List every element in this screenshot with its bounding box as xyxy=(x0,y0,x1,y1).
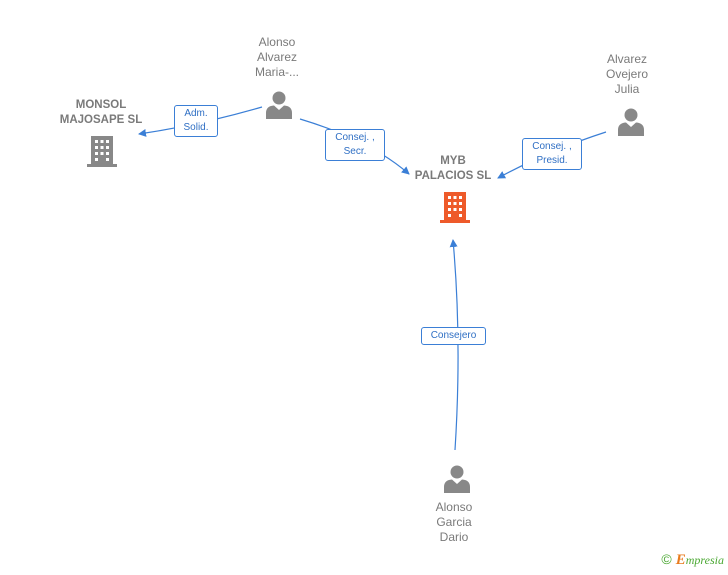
node-label-alvarez-ovejero: Alvarez Ovejero Julia xyxy=(605,52,649,96)
edge-alonso-garcia-to-myb xyxy=(449,239,459,451)
node-label-alonso-alvarez: Alonso Alvarez Maria-... xyxy=(254,35,299,79)
node-label-monsol: MONSOL MAJOSAPE SL xyxy=(59,99,143,126)
copyright-symbol: © xyxy=(661,551,672,567)
person-icon[interactable] xyxy=(264,90,294,120)
edge-label-consej-secr[interactable]: Consej. , Secr. xyxy=(325,129,385,161)
building-icon[interactable] xyxy=(86,134,118,168)
edge-label-consejero[interactable]: Consejero xyxy=(421,327,486,345)
edge-label-adm-solid[interactable]: Adm. Solid. xyxy=(174,105,218,137)
person-icon[interactable] xyxy=(442,464,472,494)
person-icon[interactable] xyxy=(616,107,646,137)
node-label-myb: MYB PALACIOS SL xyxy=(414,155,492,182)
empresia-watermark: ©Empresia xyxy=(661,551,724,569)
brand-initial: E xyxy=(675,552,686,568)
edge-label-consej-presid[interactable]: Consej. , Presid. xyxy=(522,138,582,170)
building-icon[interactable] xyxy=(439,190,471,224)
node-label-alonso-garcia: Alonso Garcia Dario xyxy=(435,500,473,544)
brand-name: mpresia xyxy=(685,553,724,567)
